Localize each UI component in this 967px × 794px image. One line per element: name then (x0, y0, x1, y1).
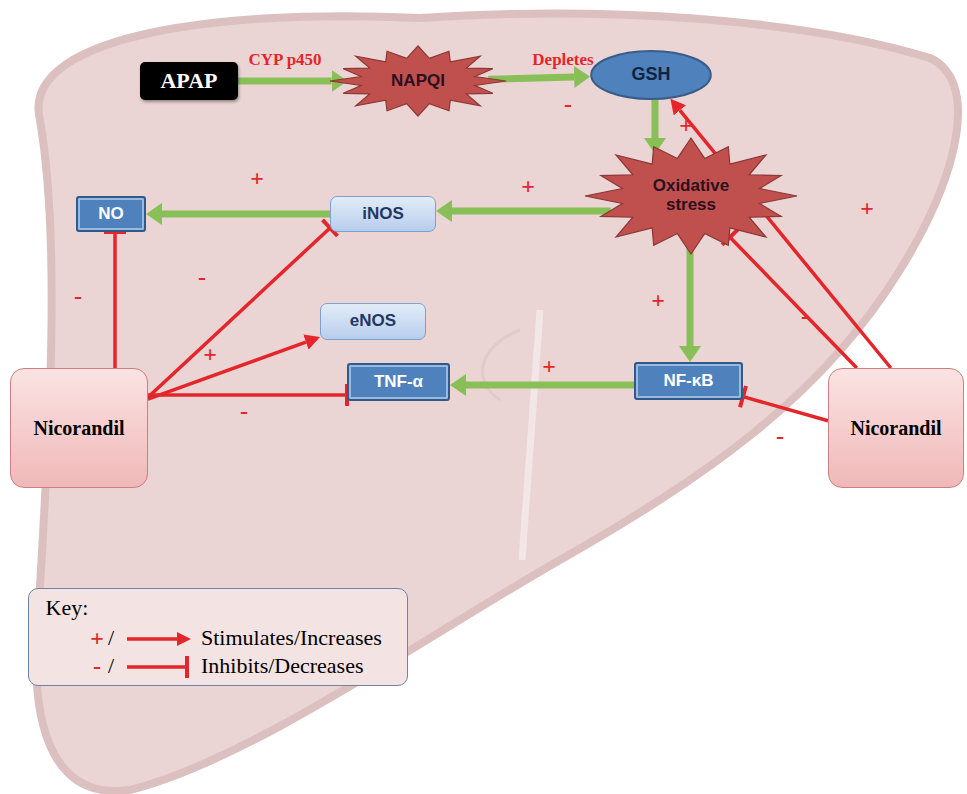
node-label: Nicorandil (33, 417, 124, 439)
stimulation-arrow (652, 100, 659, 138)
stimulation-arrow (162, 211, 330, 218)
sign-mark: + (651, 287, 665, 314)
legend-bar-sample (125, 653, 195, 681)
inhibition-connector (148, 393, 347, 397)
node-label: APAP (160, 69, 217, 93)
sign-mark: + (90, 625, 104, 652)
separator: / (108, 625, 114, 651)
sign-mark: + (860, 195, 874, 222)
inhibition-connector (730, 237, 857, 368)
inhibition-connector (148, 228, 330, 397)
legend-text: Stimulates/Increases (201, 625, 382, 651)
stimulation-arrow (238, 78, 332, 85)
ellipse-shape (591, 51, 711, 99)
inhibition-connector (743, 397, 828, 421)
enzyme-box: iNOS (330, 196, 436, 232)
drug-box: APAP (140, 62, 238, 100)
drug-box: Nicorandil (828, 368, 964, 488)
stimulation-arrow (488, 77, 574, 79)
sign-mark: - (198, 264, 206, 291)
legend-arrow-sample (125, 625, 195, 653)
sign-mark: + (250, 165, 264, 192)
node-label: NO (98, 205, 124, 224)
stimulation-arrow (687, 242, 694, 346)
node-label: TNF-α (374, 373, 423, 392)
edge-label: Depletes (532, 50, 593, 70)
mediator-box: NF-κB (634, 362, 743, 400)
node-label: Nicorandil (850, 417, 941, 439)
stimulation-arrow (680, 110, 891, 368)
enzyme-box: eNOS (320, 303, 426, 340)
mediator-box: TNF-α (347, 363, 450, 401)
liver-ligament (522, 310, 540, 560)
sign-mark: + (542, 353, 556, 380)
legend-row: Inhibits/Decreases (29, 653, 407, 681)
metabolite-starburst: NAPQI (330, 46, 506, 116)
sign-mark: - (776, 423, 784, 450)
sign-mark: + (203, 341, 217, 368)
node-label: NAPQI (370, 72, 466, 91)
stimulation-arrow (452, 208, 611, 215)
sign-mark: + (679, 112, 693, 139)
starburst-shape (330, 46, 506, 116)
sign-mark: - (93, 653, 101, 680)
node-label: Oxidative stress (643, 177, 739, 214)
legend-title: Key: (46, 595, 89, 621)
sign-mark: - (801, 303, 809, 330)
sign-mark: - (240, 398, 248, 425)
inhibition-connector (113, 232, 117, 368)
stimulation-arrow (148, 342, 306, 399)
drug-box: Nicorandil (10, 368, 148, 488)
node-label: iNOS (362, 205, 404, 224)
separator: / (108, 653, 114, 679)
stress-starburst: Oxidative stress (585, 138, 797, 254)
node-label: eNOS (350, 312, 396, 331)
sign-mark: + (521, 173, 535, 200)
starburst-shape (585, 138, 797, 254)
legend-text: Inhibits/Decreases (201, 653, 364, 679)
molecule-ellipse: GSH (590, 50, 712, 100)
mediator-box: NO (76, 196, 146, 232)
stimulation-arrow (466, 382, 634, 389)
sign-mark: - (564, 91, 572, 118)
liver-fold (483, 330, 520, 400)
sign-mark: - (74, 283, 82, 310)
edge-label: CYP p450 (248, 50, 321, 70)
legend-row: Stimulates/Increases (29, 625, 407, 653)
node-label: NF-κB (663, 372, 713, 391)
node-label: GSH (631, 65, 670, 85)
